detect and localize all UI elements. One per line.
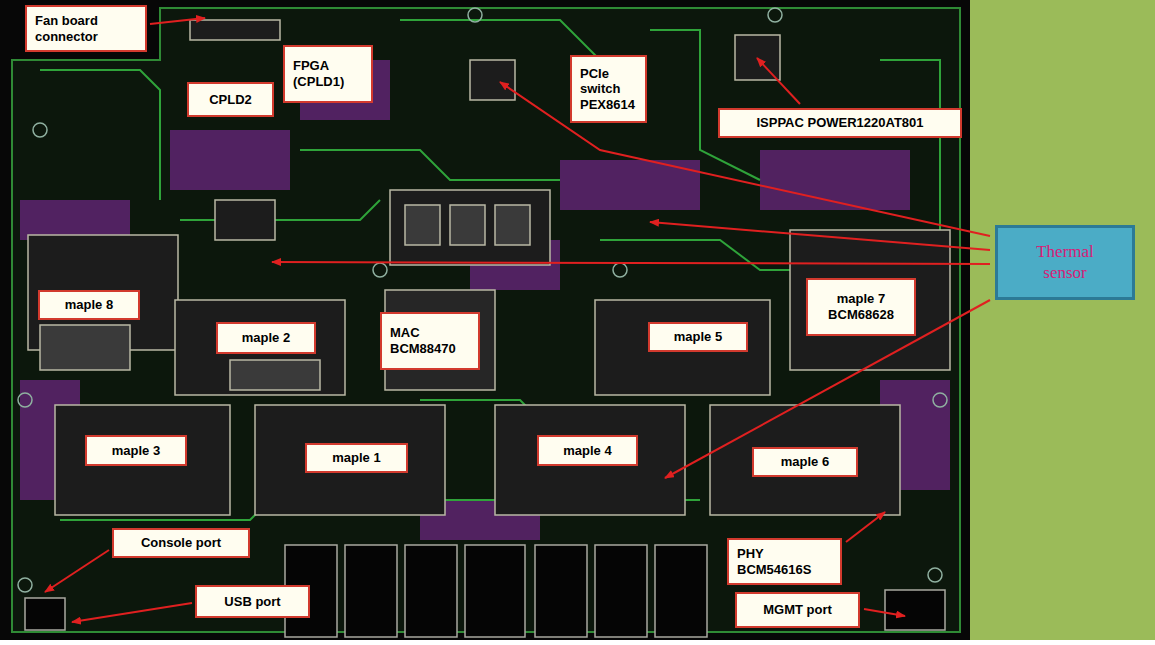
callout-text: maple 6 (762, 454, 848, 470)
callout-label-box: maple 7 BCM68628 (806, 278, 916, 336)
callout-label-box: FPGA (CPLD1) (283, 45, 373, 103)
callout-text: maple 8 (48, 297, 130, 313)
callout-text: FPGA (CPLD1) (293, 58, 363, 89)
mount-holes (18, 8, 947, 592)
callout-label-box: maple 5 (648, 322, 748, 352)
callout-text: maple 1 (315, 450, 398, 466)
chip-footprint (790, 230, 950, 370)
callout-text: PCIe switch PEX8614 (580, 66, 637, 113)
callout-label-box: MGMT port (735, 592, 860, 628)
callout-text: maple 3 (95, 443, 177, 459)
trace (40, 70, 160, 200)
port-footprint (345, 545, 397, 637)
callout-label-box: PCIe switch PEX8614 (570, 55, 647, 123)
callout-text: Console port (122, 535, 240, 551)
page-ground (0, 640, 1155, 645)
leader-arrow (757, 58, 800, 104)
mount-hole (933, 393, 947, 407)
chip-footprint (40, 325, 130, 370)
callout-label-box: maple 2 (216, 322, 316, 354)
port-footprint (405, 545, 457, 637)
chip-footprint (175, 300, 345, 395)
chips (28, 20, 950, 515)
chip-footprint (215, 200, 275, 240)
callout-text: Thermal sensor (1026, 242, 1104, 283)
trace (300, 150, 560, 180)
trace (400, 20, 600, 60)
chip-footprint (495, 405, 685, 515)
port-footprint (655, 545, 707, 637)
chip-footprint (495, 205, 530, 245)
leader-arrow (650, 222, 990, 250)
mount-hole (18, 393, 32, 407)
callout-text: maple 2 (226, 330, 306, 346)
mount-hole (768, 8, 782, 22)
port-footprint (595, 545, 647, 637)
chip-footprint (595, 300, 770, 395)
callout-text: maple 5 (658, 329, 738, 345)
callout-text: CPLD2 (197, 92, 264, 108)
mount-hole (613, 263, 627, 277)
callout-text: maple 4 (547, 443, 628, 459)
board-outline (12, 8, 960, 632)
mount-hole (373, 263, 387, 277)
callout-label-box: Fan board connector (25, 5, 147, 52)
copper-patch (170, 130, 290, 190)
sensor-callout-box: Thermal sensor (995, 225, 1135, 300)
port-footprint (885, 590, 945, 630)
chip-footprint (405, 205, 440, 245)
trace (180, 200, 380, 220)
callout-label-box: CPLD2 (187, 82, 274, 117)
port-footprint (25, 598, 65, 630)
mount-hole (33, 123, 47, 137)
callout-text: PHY BCM54616S (737, 546, 832, 577)
callout-label-box: ISPPAC POWER1220AT801 (718, 108, 962, 138)
callout-label-box: Console port (112, 528, 250, 558)
chip-footprint (710, 405, 900, 515)
callout-text: MGMT port (745, 602, 850, 618)
board-ground (0, 0, 970, 640)
callout-label-box: USB port (195, 585, 310, 618)
callout-label-box: maple 8 (38, 290, 140, 320)
port-footprint (535, 545, 587, 637)
leader-arrow (45, 550, 109, 592)
mount-hole (468, 8, 482, 22)
callout-label-box: MAC BCM88470 (380, 312, 480, 370)
leader-arrow (864, 609, 905, 616)
callout-text: MAC BCM88470 (390, 325, 470, 356)
chip-footprint (255, 405, 445, 515)
port-footprint (465, 545, 525, 637)
chip-footprint (55, 405, 230, 515)
callout-label-box: maple 6 (752, 447, 858, 477)
callout-text: ISPPAC POWER1220AT801 (728, 115, 952, 131)
chip-footprint (450, 205, 485, 245)
trace (880, 60, 940, 250)
mount-hole (18, 578, 32, 592)
leader-arrows (45, 18, 990, 622)
callout-label-box: maple 1 (305, 443, 408, 473)
side-panel (970, 0, 1155, 640)
chip-footprint (230, 360, 320, 390)
callout-label-box: maple 4 (537, 435, 638, 466)
callout-label-box: PHY BCM54616S (727, 538, 842, 585)
callout-label-box: maple 3 (85, 435, 187, 466)
chip-footprint (390, 190, 550, 265)
leader-arrow (150, 18, 205, 24)
callout-text: maple 7 BCM68628 (816, 291, 906, 322)
leader-arrow (72, 603, 192, 622)
callout-text: Fan board connector (35, 13, 137, 44)
leader-arrow (272, 262, 990, 264)
chip-footprint (470, 60, 515, 100)
leader-arrow (846, 512, 885, 542)
chip-footprint (735, 35, 780, 80)
copper-patch (20, 200, 130, 240)
connector-footprint (190, 20, 280, 40)
mount-hole (928, 568, 942, 582)
callout-text: USB port (205, 594, 300, 610)
